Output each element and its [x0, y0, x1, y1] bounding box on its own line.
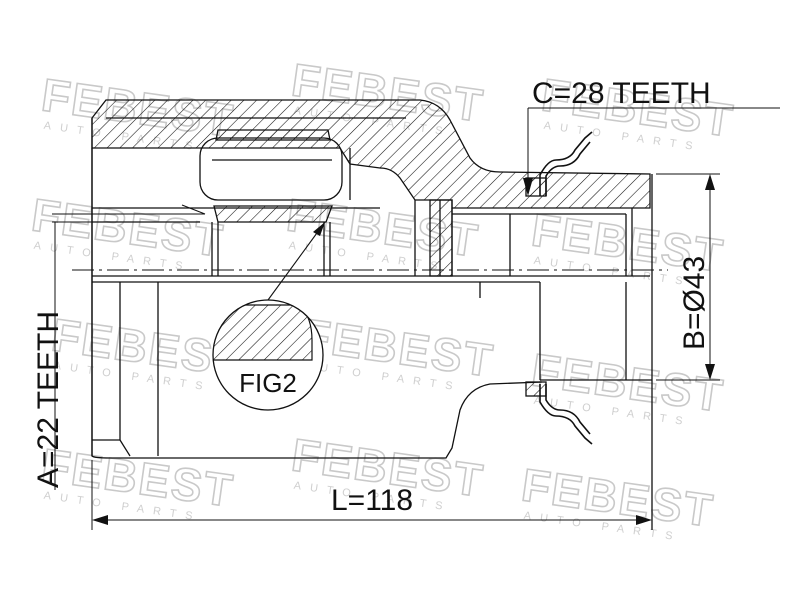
housing-outline	[91, 118, 543, 459]
roller-cage-section	[215, 129, 331, 141]
dimension-b: B=Ø43	[656, 173, 720, 381]
spline-hub	[429, 199, 453, 277]
dimension-l: L=118	[91, 460, 652, 530]
length-l-label: L=118	[331, 484, 413, 517]
diameter-b-label: B=Ø43	[678, 256, 711, 350]
housing-section	[91, 99, 651, 209]
boot-clamp-top	[539, 131, 593, 196]
spline-a-label: A=22 TEETH	[32, 311, 65, 488]
dimension-c: C=28 TEETH	[523, 77, 780, 196]
fig2-label: FIG2	[239, 368, 297, 398]
boot-clamp-bottom	[539, 384, 593, 445]
spline-c-label: C=28 TEETH	[532, 77, 711, 110]
joint-drawing	[72, 99, 668, 530]
dimension-a: A=22 TEETH	[32, 204, 206, 490]
fig2-detail: FIG2	[212, 221, 326, 411]
